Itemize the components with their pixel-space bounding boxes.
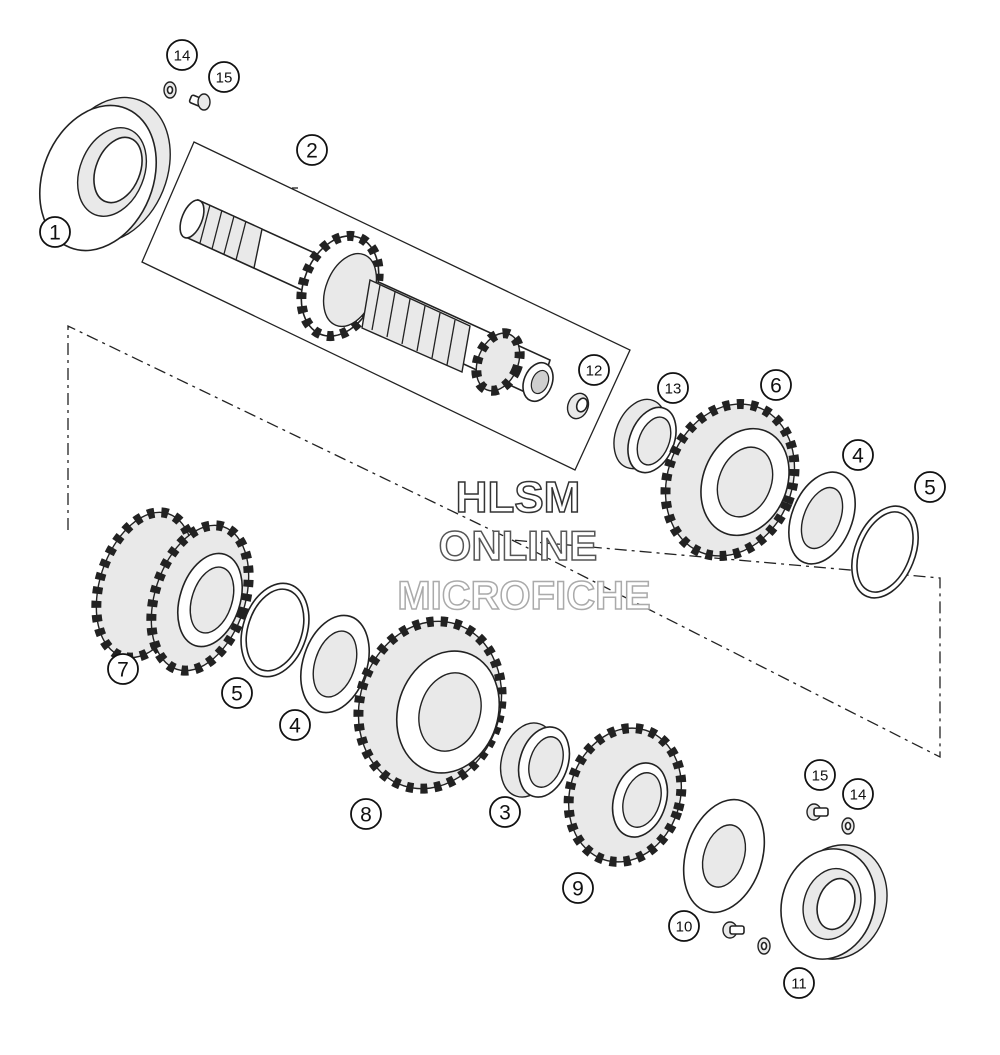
callout-10: 10 [668, 910, 700, 942]
splined-washer-part-4-left [300, 614, 370, 714]
callout-8-label: 8 [360, 804, 372, 827]
callout-4-right-label: 4 [852, 445, 864, 468]
bearing-part-1 [38, 96, 171, 252]
callout-5-right-label: 5 [924, 477, 936, 500]
screw-part-15-bottom-lower [722, 921, 745, 939]
watermark-line-2: ONLINE [439, 522, 598, 569]
callout-6: 6 [760, 369, 792, 401]
needle-bearing-part-13 [613, 398, 677, 474]
watermark-line-3: MICROFICHE [397, 574, 650, 618]
callout-15-bottom: 15 [804, 759, 836, 791]
callout-9: 9 [562, 872, 594, 904]
washer-part-14-bottom-lower [757, 937, 771, 955]
shaft-guide-frame [141, 141, 631, 471]
gear-part-8 [353, 616, 507, 794]
callout-14-top: 14 [166, 39, 198, 71]
washer-part-14-bottom-upper [841, 817, 855, 835]
callout-6-label: 6 [770, 375, 782, 398]
watermark: HLSM ONLINE MICROFICHE [397, 472, 652, 619]
callout-4-right: 4 [842, 439, 874, 471]
circlip-part-5-right [851, 505, 919, 599]
gear-part-9 [563, 723, 687, 867]
callout-14-bottom: 14 [842, 778, 874, 810]
bush-part-12 [566, 392, 590, 420]
callout-14-top-label: 14 [174, 48, 191, 65]
splined-washer-part-4-right [788, 471, 856, 565]
screw-part-15-top [188, 93, 211, 111]
callout-3-label: 3 [499, 802, 511, 825]
callout-13-label: 13 [665, 381, 682, 398]
callout-11-label: 11 [791, 976, 807, 993]
callout-15-top: 15 [208, 61, 240, 93]
circlip-part-5-left [240, 582, 310, 678]
callout-10-label: 10 [676, 919, 693, 936]
callout-8: 8 [350, 798, 382, 830]
callout-13: 13 [657, 372, 689, 404]
callout-12-label: 12 [586, 363, 603, 380]
screw-part-15-bottom-upper [806, 803, 829, 821]
callout-2-label: 2 [306, 140, 318, 163]
bush-part-3 [499, 722, 571, 798]
callout-7: 7 [107, 653, 139, 685]
thrust-washer-part-10 [682, 798, 766, 914]
callout-5-left: 5 [221, 677, 253, 709]
callout-3: 3 [489, 796, 521, 828]
callout-1-label: 1 [49, 222, 61, 245]
callout-7-label: 7 [117, 659, 129, 682]
watermark-line-1: HLSM [456, 473, 581, 522]
bearing-part-11 [780, 844, 888, 960]
gear-part-6 [660, 399, 800, 561]
callout-15-bottom-label: 15 [812, 768, 829, 785]
callout-1: 1 [39, 216, 71, 248]
callout-9-label: 9 [572, 878, 584, 901]
callout-2: 2 [296, 134, 328, 166]
washer-part-14-top [163, 81, 177, 99]
callout-4-left: 4 [279, 709, 311, 741]
callout-5-right: 5 [914, 471, 946, 503]
callout-14-bottom-label: 14 [850, 787, 867, 804]
callout-4-left-label: 4 [289, 715, 301, 738]
callout-11: 11 [783, 967, 815, 999]
callout-12: 12 [578, 354, 610, 386]
double-gear-part-7 [91, 507, 254, 676]
callout-15-top-label: 15 [216, 70, 233, 87]
main-shaft-part-2 [179, 198, 554, 403]
callout-5-left-label: 5 [231, 683, 243, 706]
